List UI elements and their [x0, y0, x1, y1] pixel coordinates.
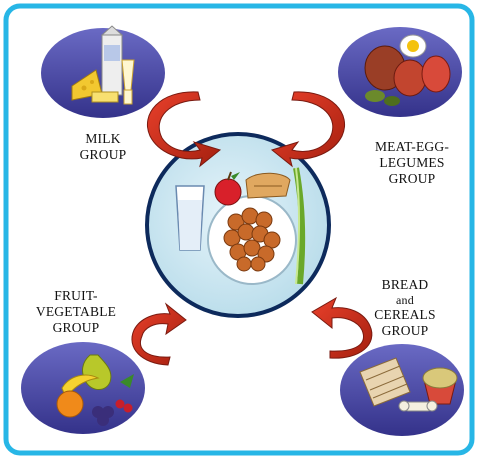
meat-group-illustration: [338, 27, 462, 117]
bread-label-line2: and: [350, 293, 460, 307]
meat-group-label: MEAT-EGG- LEGUMES GROUP: [357, 139, 467, 187]
fruit-label-line1: FRUIT-: [20, 288, 132, 304]
meat-label-line3: GROUP: [357, 171, 467, 187]
bread-label-line4: GROUP: [350, 323, 460, 339]
milk-label-line1: MILK: [58, 131, 148, 147]
meat-label-line1: MEAT-EGG-: [357, 139, 467, 155]
bread-group-illustration: [340, 344, 464, 436]
meal-plate-illustration: [147, 134, 329, 316]
milk-label-line2: GROUP: [58, 147, 148, 163]
milk-group-label: MILK GROUP: [58, 131, 148, 163]
fruit-label-line2: VEGETABLE: [20, 304, 132, 320]
meat-label-line2: LEGUMES: [357, 155, 467, 171]
fruit-group-illustration: [21, 342, 145, 434]
bread-label-line1: BREAD: [350, 277, 460, 293]
fruit-label-line3: GROUP: [20, 320, 132, 336]
bread-label-line3: CEREALS: [350, 307, 460, 323]
fruit-group-label: FRUIT- VEGETABLE GROUP: [20, 288, 132, 336]
bread-group-label: BREAD and CEREALS GROUP: [350, 277, 460, 339]
